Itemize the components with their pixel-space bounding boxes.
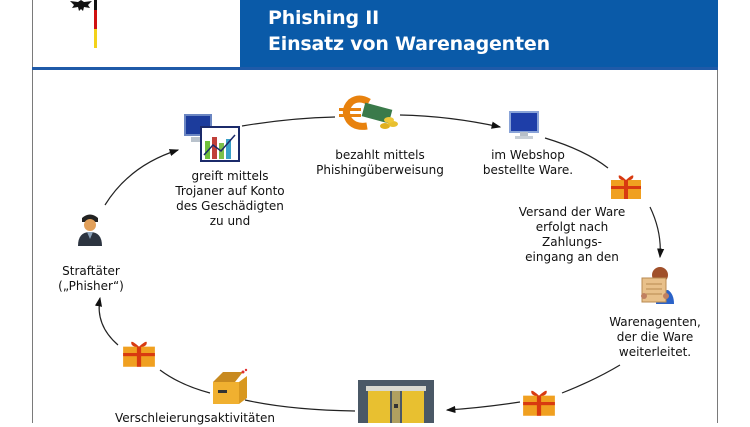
computer-chart-icon xyxy=(183,113,243,167)
arrow-trojan-to-payment xyxy=(241,116,336,127)
monitor-icon xyxy=(508,110,540,146)
arrow-webshop-to-shipping xyxy=(544,137,609,169)
federal-logo xyxy=(60,0,100,50)
arrow-payment-to-webshop xyxy=(399,114,502,129)
page-title: Phishing II Einsatz von Warenagenten xyxy=(268,5,550,57)
flag-gold xyxy=(94,29,97,48)
flag-red xyxy=(94,10,97,29)
open-box-icon xyxy=(209,368,249,410)
arrow-forward-package-to-packstation xyxy=(445,401,521,414)
federal-eagle-icon xyxy=(70,0,92,11)
arrow-packstation-to-open-box xyxy=(244,399,356,412)
flag-black xyxy=(94,0,97,10)
arrow-agent-to-forward-package xyxy=(561,364,621,394)
criminal-person-icon xyxy=(76,212,104,250)
frame-left-border xyxy=(32,0,33,423)
title-line-2: Einsatz von Warenagenten xyxy=(268,33,550,55)
label-trojan: greift mittels Trojaner auf Konto des Ge… xyxy=(175,169,285,228)
header-banner xyxy=(240,0,718,68)
label-warenagent: Warenagenten, der die Ware weiterleitet. xyxy=(609,315,701,359)
euro-money-icon xyxy=(335,94,403,138)
person-newspaper-icon xyxy=(640,266,676,310)
label-webshop: im Webshop bestellte Ware. xyxy=(482,148,574,177)
arrow-phisher-to-trojan xyxy=(104,149,180,206)
german-flag-stripe xyxy=(94,0,97,48)
label-phisher: Straftäter („Phisher“) xyxy=(58,264,124,293)
title-line-1: Phishing II xyxy=(268,7,379,29)
gift-package-icon xyxy=(521,387,557,421)
label-shipping: Versand der Ware erfolgt nach Zahlungs- … xyxy=(518,205,626,264)
arrow-return-package-to-phisher xyxy=(94,296,119,346)
packstation-icon xyxy=(358,380,434,427)
header-divider xyxy=(32,67,718,70)
gift-package-icon xyxy=(121,338,157,372)
label-payment: bezahlt mittels Phishingüberweisung xyxy=(316,148,444,177)
arrow-shipping-to-agent xyxy=(649,206,665,259)
frame-right-border xyxy=(717,68,718,423)
gift-package-icon xyxy=(609,172,643,204)
arrow-open-box-to-return-package xyxy=(159,369,211,394)
label-open-box: Verschleierungsaktivitäten xyxy=(114,411,276,425)
